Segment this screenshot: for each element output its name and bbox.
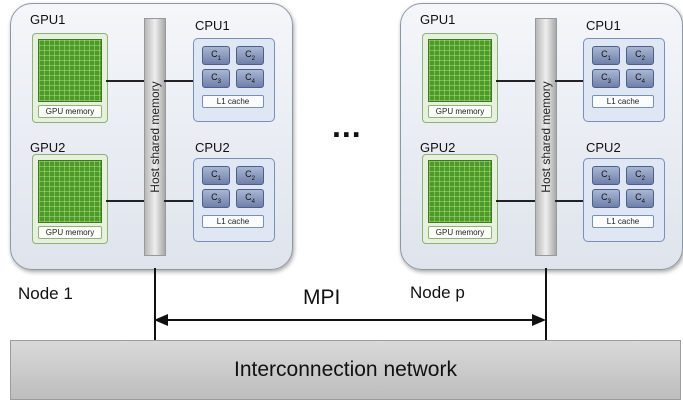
- l1-cache: L1 cache: [592, 95, 654, 108]
- mpi-label: MPI: [303, 286, 341, 309]
- connector: [106, 80, 144, 82]
- gpu-memory: GPU memory: [38, 226, 102, 239]
- core-c2: C2: [236, 166, 264, 185]
- core-c4: C4: [626, 69, 654, 88]
- node1-gpu2-label: GPU2: [30, 140, 66, 155]
- nodep-host-shared-memory: Host shared memory: [535, 18, 557, 256]
- host-shared-memory-label: Host shared memory: [539, 81, 553, 193]
- gpu-memory: GPU memory: [428, 226, 492, 239]
- mpi-double-arrow: [154, 314, 546, 326]
- node1-gpu2: GPU memory: [32, 154, 108, 244]
- core-c1: C1: [592, 166, 620, 185]
- l1-cache: L1 cache: [592, 215, 654, 228]
- gpu-core-grid: [38, 160, 102, 223]
- gpu-core-grid: [428, 39, 492, 102]
- core-c3: C3: [202, 69, 230, 88]
- nodep-cpu1: C1 C2 C3 C4 L1 cache: [583, 38, 665, 122]
- connector: [164, 200, 193, 202]
- nodep-gpu2: GPU memory: [422, 154, 498, 244]
- nodep-cpu2: C1 C2 C3 C4 L1 cache: [583, 158, 665, 242]
- node1-gpu1: GPU memory: [32, 33, 108, 123]
- core-c2: C2: [626, 166, 654, 185]
- node-1-label: Node 1: [18, 284, 73, 303]
- core-c1: C1: [592, 46, 620, 65]
- l1-cache: L1 cache: [202, 215, 264, 228]
- interconnection-network: Interconnection network: [10, 340, 681, 400]
- host-shared-memory-label: Host shared memory: [148, 81, 162, 193]
- gpu-core-grid: [38, 39, 102, 102]
- connector: [496, 80, 535, 82]
- nodep-cpu1-label: CPU1: [586, 18, 621, 33]
- nodep-gpu1-label: GPU1: [420, 12, 456, 27]
- ellipsis: ...: [332, 108, 362, 144]
- gpu-memory: GPU memory: [428, 105, 492, 118]
- nodep-cpu2-label: CPU2: [586, 140, 621, 155]
- nodep-gpu2-label: GPU2: [420, 140, 456, 155]
- node-p-label: Node p: [410, 283, 465, 302]
- core-c4: C4: [236, 69, 264, 88]
- connector: [555, 200, 583, 202]
- gpu-core-grid: [428, 160, 492, 223]
- nodep-gpu1: GPU memory: [422, 33, 498, 123]
- gpu-memory: GPU memory: [38, 105, 102, 118]
- node1-cpu2-label: CPU2: [195, 140, 230, 155]
- node1-host-shared-memory: Host shared memory: [144, 18, 166, 256]
- core-c2: C2: [626, 46, 654, 65]
- core-c1: C1: [202, 46, 230, 65]
- node1-cpu1: C1 C2 C3 C4 L1 cache: [193, 38, 275, 122]
- connector: [164, 80, 193, 82]
- core-c1: C1: [202, 166, 230, 185]
- node1-cpu1-label: CPU1: [195, 18, 230, 33]
- core-c4: C4: [626, 189, 654, 208]
- connector: [106, 200, 144, 202]
- node1-network-link: [154, 268, 156, 340]
- core-c4: C4: [236, 189, 264, 208]
- core-c2: C2: [236, 46, 264, 65]
- core-c3: C3: [592, 69, 620, 88]
- connector: [496, 200, 535, 202]
- core-c3: C3: [202, 189, 230, 208]
- l1-cache: L1 cache: [202, 95, 264, 108]
- node1-gpu1-label: GPU1: [30, 12, 66, 27]
- connector: [555, 80, 583, 82]
- node1-cpu2: C1 C2 C3 C4 L1 cache: [193, 158, 275, 242]
- nodep-network-link: [545, 268, 547, 340]
- core-c3: C3: [592, 189, 620, 208]
